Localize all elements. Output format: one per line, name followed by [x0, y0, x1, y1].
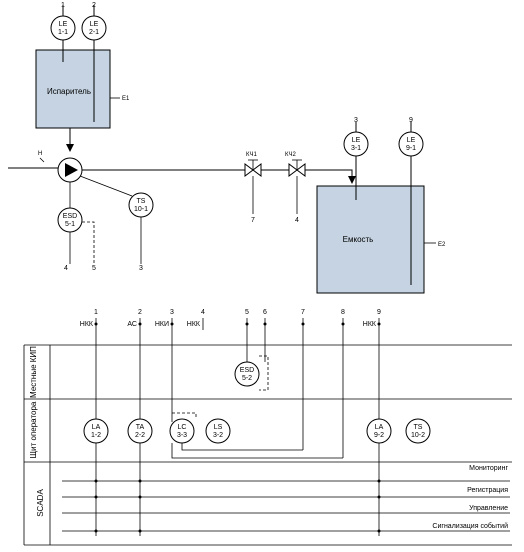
line-number-label: 6 — [263, 309, 267, 316]
pump-icon — [65, 163, 78, 177]
instrument-number: 10-2 — [411, 432, 425, 439]
signal-code-label: НКИ — [155, 321, 169, 328]
line-number-label: 5 — [92, 265, 96, 272]
instrument-level-table — [23, 344, 512, 546]
tank-label: Емкость — [343, 235, 374, 244]
line-number-label: 7 — [251, 217, 255, 224]
flow-arrow-icon — [348, 176, 356, 184]
instrument-number: 2-1 — [89, 29, 99, 36]
instrument-code: LE — [90, 21, 99, 28]
valve-tag: КЧ2 — [285, 152, 296, 158]
valve-tag: КЧ1 — [246, 152, 257, 158]
instrument-number: 9-2 — [374, 432, 384, 439]
line-number-label: 4 — [201, 309, 205, 316]
line-number-label: 3 — [354, 117, 358, 124]
instrument-code: ESD — [240, 367, 254, 374]
flow-arrow-icon — [66, 144, 74, 152]
instrument-number: 1-1 — [58, 29, 68, 36]
instrument-number: 3-3 — [177, 432, 187, 439]
instrument-LE-3-1[interactable]: LE 3-1 — [343, 131, 369, 157]
instrument-ESD-5-1[interactable]: ESD 5-1 — [57, 207, 83, 233]
instrument-code: TS — [414, 424, 423, 431]
line-number-label: 3 — [170, 309, 174, 316]
valve-KCh1[interactable] — [244, 159, 262, 177]
line-number-label: 5 — [245, 309, 249, 316]
scada-function-monitoring: Мониторинг — [469, 465, 508, 472]
instrument-code: LS — [214, 424, 223, 431]
instrument-LA-9-2[interactable]: LA 9-2 — [366, 418, 392, 444]
line-number-label: 7 — [301, 309, 305, 316]
instrument-number: 5-1 — [65, 221, 75, 228]
signal-code-label: АС — [127, 321, 137, 328]
instrument-code: ESD — [63, 213, 77, 220]
tank[interactable]: Емкость — [316, 185, 425, 294]
instrument-number: 5-2 — [242, 375, 252, 382]
valve-KCh2[interactable] — [288, 159, 306, 177]
instrument-LC-3-3[interactable]: LC 3-3 — [169, 418, 195, 444]
signal-code-label: НКК — [363, 321, 377, 328]
instrument-TA-2-2[interactable]: TA 2-2 — [127, 418, 153, 444]
instrument-code: LE — [59, 21, 68, 28]
line-number-label: 3 — [139, 265, 143, 272]
scada-function-control: Управление — [469, 505, 508, 512]
instrument-LE-1-1[interactable]: LE 1-1 — [50, 15, 76, 41]
evaporator-tag: Е1 — [122, 96, 130, 102]
signal-code-label: НКК — [80, 321, 94, 328]
instrument-number: 1-2 — [91, 432, 101, 439]
instrument-TS-10-1[interactable]: TS 10-1 — [128, 192, 154, 218]
pump[interactable] — [57, 157, 83, 183]
signal-lines: 1 2 3 4 5 6 7 8 9 НКК АС НКИ НКК НКК — [80, 309, 381, 536]
line-number-label: 4 — [64, 265, 68, 272]
instrument-code: TA — [136, 424, 145, 431]
row-label-scada: SCADA — [36, 489, 45, 517]
evaporator[interactable]: Испаритель — [35, 49, 111, 129]
row-label-panel: Щит оператора — [29, 401, 38, 458]
row-label-local: Местные КИП — [29, 346, 38, 398]
instrument-number: 2-2 — [135, 432, 145, 439]
line-number-label: 8 — [341, 309, 345, 316]
instrument-number: 3-1 — [351, 145, 361, 152]
tank-tag: Е2 — [438, 242, 446, 248]
instrument-code: LE — [407, 137, 416, 144]
scada-function-registration: Регистрация — [467, 487, 508, 494]
instrument-LS-3-2[interactable]: LS 3-2 — [205, 418, 231, 444]
instrument-ESD-5-2[interactable]: ESD 5-2 — [234, 361, 260, 387]
instrument-TS-10-2[interactable]: TS 10-2 — [405, 418, 431, 444]
pump-tag: Н — [38, 151, 42, 157]
signal-code-label: НКК — [187, 321, 201, 328]
instrument-code: LC — [178, 424, 187, 431]
line-number-label: 2 — [92, 2, 96, 9]
instrument-code: LA — [92, 424, 101, 431]
line-number-label: 1 — [61, 2, 65, 9]
instrument-number: 9-1 — [406, 145, 416, 152]
line-number-label: 4 — [295, 217, 299, 224]
scada-function-lines — [62, 479, 510, 533]
instrument-code: LE — [352, 137, 361, 144]
instrument-LA-1-2[interactable]: LA 1-2 — [83, 418, 109, 444]
evaporator-label: Испаритель — [47, 87, 91, 96]
instrument-number: 10-1 — [134, 206, 148, 213]
line-number-label: 9 — [409, 117, 413, 124]
instrument-LE-2-1[interactable]: LE 2-1 — [81, 15, 107, 41]
line-number-label: 9 — [377, 309, 381, 316]
instrument-LE-9-1[interactable]: LE 9-1 — [398, 131, 424, 157]
instrument-number: 3-2 — [213, 432, 223, 439]
instrument-code: TS — [137, 198, 146, 205]
line-number-label: 1 — [94, 309, 98, 316]
instrument-code: LA — [375, 424, 384, 431]
line-number-label: 2 — [138, 309, 142, 316]
scada-function-alarms: Сигнализация событий — [432, 522, 508, 530]
